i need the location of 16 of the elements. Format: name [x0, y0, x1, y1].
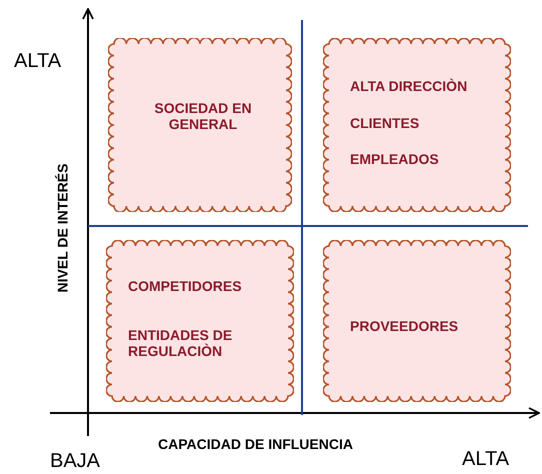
cloud-box: [106, 240, 294, 402]
stakeholder-text: ENTIDADES DE REGULACIÒN: [128, 327, 234, 359]
cloud-box: [108, 38, 292, 212]
stakeholder-text: ALTA DIRECCIÒN: [350, 78, 468, 94]
cloud-box: [323, 38, 511, 212]
stakeholder-text: EMPLEADOS: [350, 151, 439, 167]
x-axis-title: CAPACIDAD DE INFLUENCIA: [158, 436, 353, 452]
stakeholder-text: CLIENTES: [350, 115, 420, 131]
axis-value-label: ALTA: [14, 50, 62, 73]
y-axis-title: NIVEL DE INTERÉS: [54, 164, 70, 292]
cloud-box: [323, 240, 511, 402]
stakeholder-text: COMPETIDORES: [128, 278, 242, 294]
axis-value-label: BAJA: [50, 450, 100, 473]
axis-value-label: ALTA: [462, 448, 510, 471]
stakeholder-text: PROVEEDORES: [350, 318, 458, 334]
stakeholder-text: SOCIEDAD EN GENERAL: [153, 100, 253, 132]
